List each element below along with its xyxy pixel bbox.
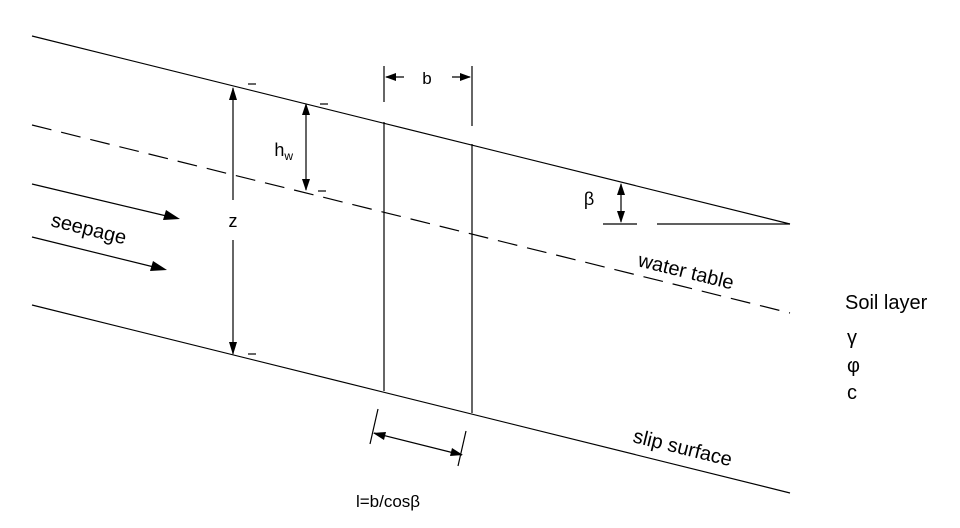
- z-arrowhead-bottom: [229, 342, 237, 355]
- hw-arrowhead-top: [302, 103, 310, 115]
- hw-label-subscript: w: [283, 149, 293, 163]
- slip-surface-label: slip surface: [631, 425, 734, 471]
- soil-phi: φ: [847, 355, 860, 377]
- beta-arrowhead-bottom: [617, 211, 625, 223]
- soil-layer-legend: Soil layer γ φ c: [845, 292, 928, 404]
- soil-layer-title: Soil layer: [845, 292, 928, 314]
- soil-c: c: [847, 382, 857, 404]
- slip-surface-line: [31, 304, 791, 494]
- l-dimension: l=b/cosβ: [356, 408, 467, 511]
- beta-label: β: [584, 189, 594, 209]
- water-table-line: [31, 124, 791, 314]
- l-dim-line: [373, 432, 463, 456]
- z-arrowhead-top: [229, 87, 237, 100]
- hw-label: hw: [274, 140, 293, 163]
- hw-arrowhead-bottom: [302, 179, 310, 191]
- l-arrowhead-left: [373, 432, 386, 440]
- l-extension-right: [457, 430, 467, 467]
- hw-label-main: h: [274, 140, 284, 160]
- b-arrowhead-left: [385, 73, 396, 81]
- seepage-arrow-1: [31, 183, 176, 219]
- seepage-label: seepage: [49, 209, 129, 249]
- l-arrowhead-right: [450, 448, 463, 456]
- soil-gamma: γ: [847, 327, 857, 349]
- seepage-arrowhead-1: [163, 210, 180, 220]
- z-dimension: z: [229, 83, 256, 355]
- beta-angle: β: [584, 183, 790, 225]
- l-extension-left: [369, 408, 379, 445]
- z-label: z: [229, 211, 238, 231]
- seepage-arrows: [31, 183, 180, 271]
- b-label: b: [422, 69, 431, 88]
- b-dimension: b: [385, 69, 471, 88]
- seepage-arrow-2: [31, 236, 163, 270]
- beta-arrowhead-top: [617, 183, 625, 195]
- b-arrowhead-right: [460, 73, 471, 81]
- ground-surface-line: [31, 35, 791, 225]
- l-label: l=b/cosβ: [356, 492, 420, 511]
- seepage-arrowhead-2: [150, 261, 167, 271]
- hw-dimension: hw: [274, 103, 328, 192]
